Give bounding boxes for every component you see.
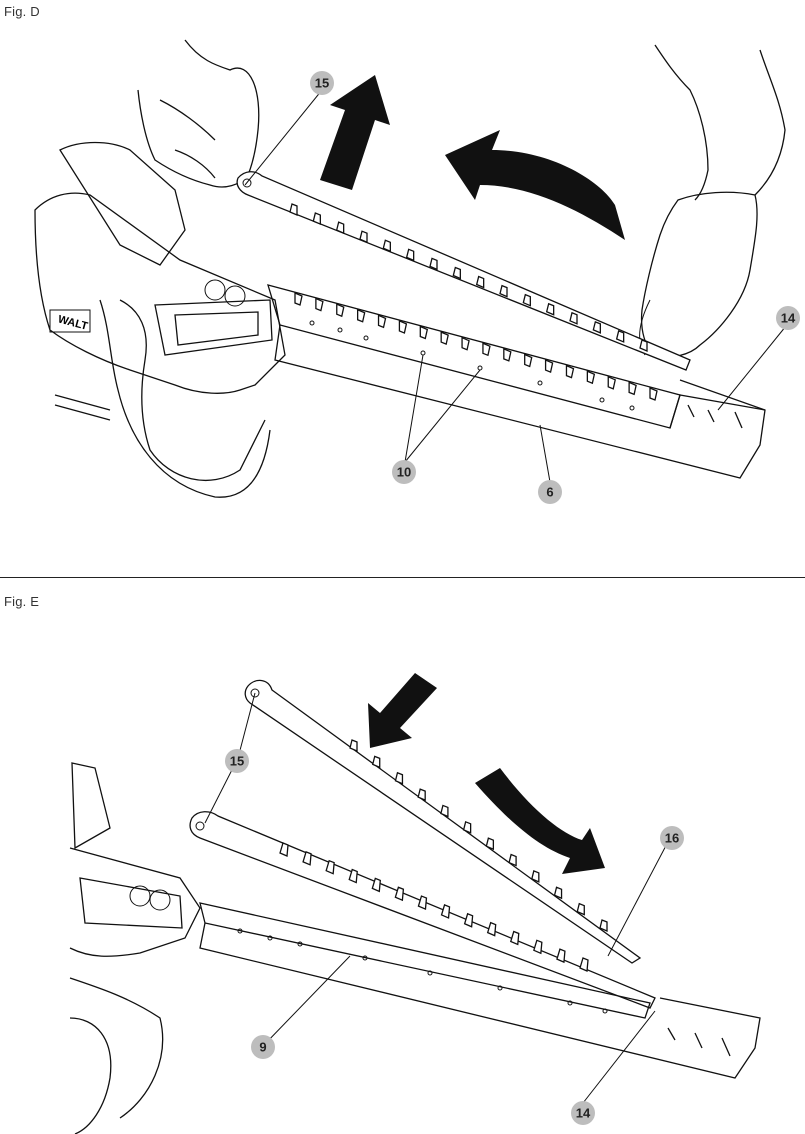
blade-tooth bbox=[485, 837, 495, 851]
blade-tooth bbox=[377, 314, 387, 329]
figure-e-illustration: 15 16 9 14 bbox=[69, 673, 761, 1134]
blade-tooth bbox=[576, 902, 585, 916]
svg-text:15: 15 bbox=[315, 76, 329, 91]
blade-tooth bbox=[556, 948, 566, 964]
blade-tooth bbox=[315, 297, 324, 312]
svg-text:9: 9 bbox=[259, 1040, 266, 1055]
blade-tooth bbox=[592, 320, 601, 334]
blade-tooth bbox=[417, 895, 428, 911]
blade-tooth bbox=[302, 850, 312, 866]
svg-text:10: 10 bbox=[397, 465, 411, 480]
blade-tooth bbox=[429, 257, 438, 271]
blade-tooth bbox=[482, 342, 491, 357]
lower-guide-bar bbox=[199, 902, 761, 1079]
blade-tooth bbox=[615, 330, 625, 343]
blade-tooth bbox=[553, 886, 563, 900]
blade-tooth bbox=[607, 375, 616, 390]
blade-tooth bbox=[531, 870, 540, 883]
blade-tooth bbox=[348, 868, 358, 884]
blade-tooth bbox=[524, 353, 533, 368]
blade-tooth bbox=[382, 239, 391, 253]
blade-tooth bbox=[279, 842, 289, 857]
blade-tooth bbox=[452, 266, 461, 280]
svg-text:6: 6 bbox=[546, 485, 553, 500]
blade-tooth bbox=[349, 739, 358, 752]
blade-tooth bbox=[544, 359, 554, 373]
blade-tooth bbox=[486, 921, 497, 937]
blade-tooth bbox=[394, 771, 404, 785]
blade-tooth bbox=[579, 957, 589, 972]
blade-tooth bbox=[509, 930, 520, 946]
svg-text:15: 15 bbox=[230, 754, 244, 769]
blade-tooth bbox=[599, 919, 608, 932]
brand-text: WALT bbox=[57, 313, 90, 333]
blade-tooth bbox=[371, 755, 381, 769]
blade-tooth bbox=[336, 303, 345, 318]
svg-text:14: 14 bbox=[781, 311, 796, 326]
blade-tooth bbox=[398, 319, 408, 334]
blade-tooth bbox=[356, 308, 366, 323]
svg-text:16: 16 bbox=[665, 831, 679, 846]
figure-e-label: Fig. E bbox=[4, 594, 40, 609]
hedge-trimmer-body: WALT bbox=[34, 141, 286, 498]
callout-6: 6 bbox=[538, 480, 562, 504]
callout-15: 15 bbox=[225, 749, 249, 773]
curved-arrow bbox=[445, 130, 625, 240]
blade-tooth bbox=[359, 230, 368, 244]
middle-blade-drawing bbox=[189, 811, 656, 1009]
blade-tooth bbox=[440, 804, 449, 818]
left-hand-drawing bbox=[137, 39, 260, 188]
blade-tooth bbox=[462, 820, 472, 834]
up-arrow bbox=[320, 75, 390, 190]
blade-tooth bbox=[545, 302, 555, 316]
blade-tooth bbox=[639, 339, 648, 352]
blade-tooth bbox=[289, 203, 298, 216]
blade-tooth bbox=[440, 904, 451, 919]
blade-tooth bbox=[312, 212, 321, 226]
figure-d-label: Fig. D bbox=[4, 4, 40, 19]
blade-tooth bbox=[461, 336, 470, 351]
right-hand-drawing bbox=[639, 44, 786, 358]
svg-text:14: 14 bbox=[576, 1106, 591, 1121]
blade-tooth bbox=[475, 275, 485, 289]
callout-15: 15 bbox=[310, 71, 334, 95]
raised-blade-drawing bbox=[236, 171, 691, 371]
blade-tooth bbox=[628, 381, 637, 396]
lower-blade-assembly bbox=[267, 284, 766, 479]
blade-tooth bbox=[371, 877, 381, 893]
blade-tooth bbox=[649, 387, 658, 401]
down-arrow bbox=[368, 673, 437, 748]
blade-tooth bbox=[405, 248, 415, 262]
blade-tooth bbox=[522, 293, 531, 307]
blade-tooth bbox=[419, 325, 429, 340]
curved-arrow-down bbox=[475, 768, 605, 874]
blade-tooth bbox=[503, 347, 512, 362]
blade-tooth bbox=[394, 886, 405, 902]
callout-10: 10 bbox=[392, 460, 416, 484]
callout-9: 9 bbox=[251, 1035, 275, 1059]
hedge-trimmer-body-e bbox=[69, 762, 201, 1134]
upper-blade-drawing bbox=[244, 679, 642, 964]
blade-tooth bbox=[440, 331, 449, 346]
callout-16: 16 bbox=[660, 826, 684, 850]
callout-14: 14 bbox=[571, 1101, 595, 1125]
blade-tooth bbox=[294, 292, 303, 306]
callout-14: 14 bbox=[776, 306, 800, 330]
blade-tooth bbox=[508, 853, 517, 867]
figure-d-illustration: WALT 15 14 10 6 bbox=[34, 39, 800, 504]
blade-tooth bbox=[325, 859, 335, 875]
blade-tooth bbox=[586, 370, 596, 385]
blade-tooth bbox=[533, 939, 543, 955]
blade-tooth bbox=[565, 364, 575, 379]
blade-tooth bbox=[499, 284, 508, 298]
blade-tooth bbox=[335, 221, 345, 235]
blade-tooth bbox=[569, 311, 578, 325]
figure-divider bbox=[0, 577, 805, 578]
blade-tooth bbox=[417, 788, 426, 802]
blade-tooth bbox=[463, 912, 474, 928]
